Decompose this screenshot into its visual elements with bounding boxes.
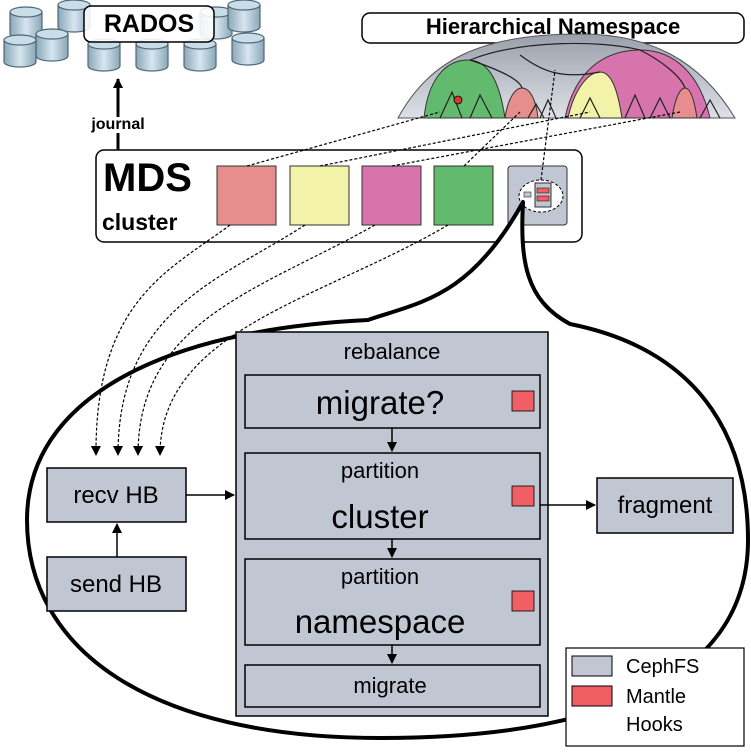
step-migrate-box — [244, 664, 541, 708]
namespace-tree — [397, 33, 736, 119]
legend-cephfs-label: CephFS — [626, 656, 700, 678]
storage-cylinder-icon — [231, 32, 265, 66]
namespace-assignment-links — [246, 69, 681, 181]
rados-title-box — [83, 5, 215, 43]
fragment-box — [596, 477, 734, 534]
storage-cylinder-icon — [183, 38, 217, 72]
mantle-hook-migrate-q — [511, 390, 535, 412]
send-hb-label: send HB — [69, 571, 163, 598]
recv-hb-label: recv HB — [73, 482, 159, 509]
step-partition-cluster-label-bottom: cluster — [331, 498, 429, 535]
mantle-hook-partition-cluster — [511, 485, 535, 507]
heartbeat-links — [90, 224, 449, 456]
rados-storage-icon — [3, 0, 265, 72]
storage-cylinder-icon — [57, 0, 91, 33]
storage-cylinder-icon — [135, 38, 169, 72]
step-partition-namespace-label-bottom: namespace — [294, 603, 466, 640]
legend-swatch-mantle — [571, 685, 613, 707]
mds-subtitle: cluster — [102, 209, 178, 235]
namespace-hotspot — [453, 95, 463, 105]
rebalance-title: rebalance — [343, 339, 441, 364]
fragment-label: fragment — [617, 492, 713, 519]
mds-node-red — [216, 165, 277, 226]
mds-node-green — [433, 165, 494, 226]
mds-title: MDS — [103, 156, 192, 200]
mds-node-yellow — [289, 165, 350, 226]
storage-cylinder-icon — [87, 38, 121, 72]
storage-cylinder-icon — [227, 0, 261, 33]
storage-cylinder-icon — [35, 28, 69, 62]
step-partition-namespace-label-top: partition — [340, 564, 420, 589]
namespace-title: Hierarchical Namespace — [425, 14, 681, 39]
step-partition-cluster-label-top: partition — [340, 458, 420, 483]
legend-swatch-cephfs — [571, 655, 613, 677]
mds-node-magenta — [361, 165, 422, 226]
legend-mantle-label-line2: Hooks — [626, 714, 683, 736]
rados-title: RADOS — [103, 10, 195, 38]
step-partition-namespace-box — [244, 558, 541, 646]
step-partition-cluster-box — [244, 452, 541, 540]
subtree-yellow — [567, 71, 623, 119]
subtree-pink-small — [671, 87, 698, 119]
storage-cylinder-icon — [3, 34, 37, 68]
mantle-hook-partition-namespace — [511, 590, 535, 612]
step-migrate-q-label: migrate? — [315, 384, 445, 421]
subtree-pink — [504, 87, 539, 119]
journal-label: journal — [90, 116, 146, 133]
legend-mantle-label-line1: Mantle — [626, 686, 687, 708]
balancer-mini-icon — [518, 179, 564, 213]
step-migrate-label: migrate — [353, 673, 427, 698]
